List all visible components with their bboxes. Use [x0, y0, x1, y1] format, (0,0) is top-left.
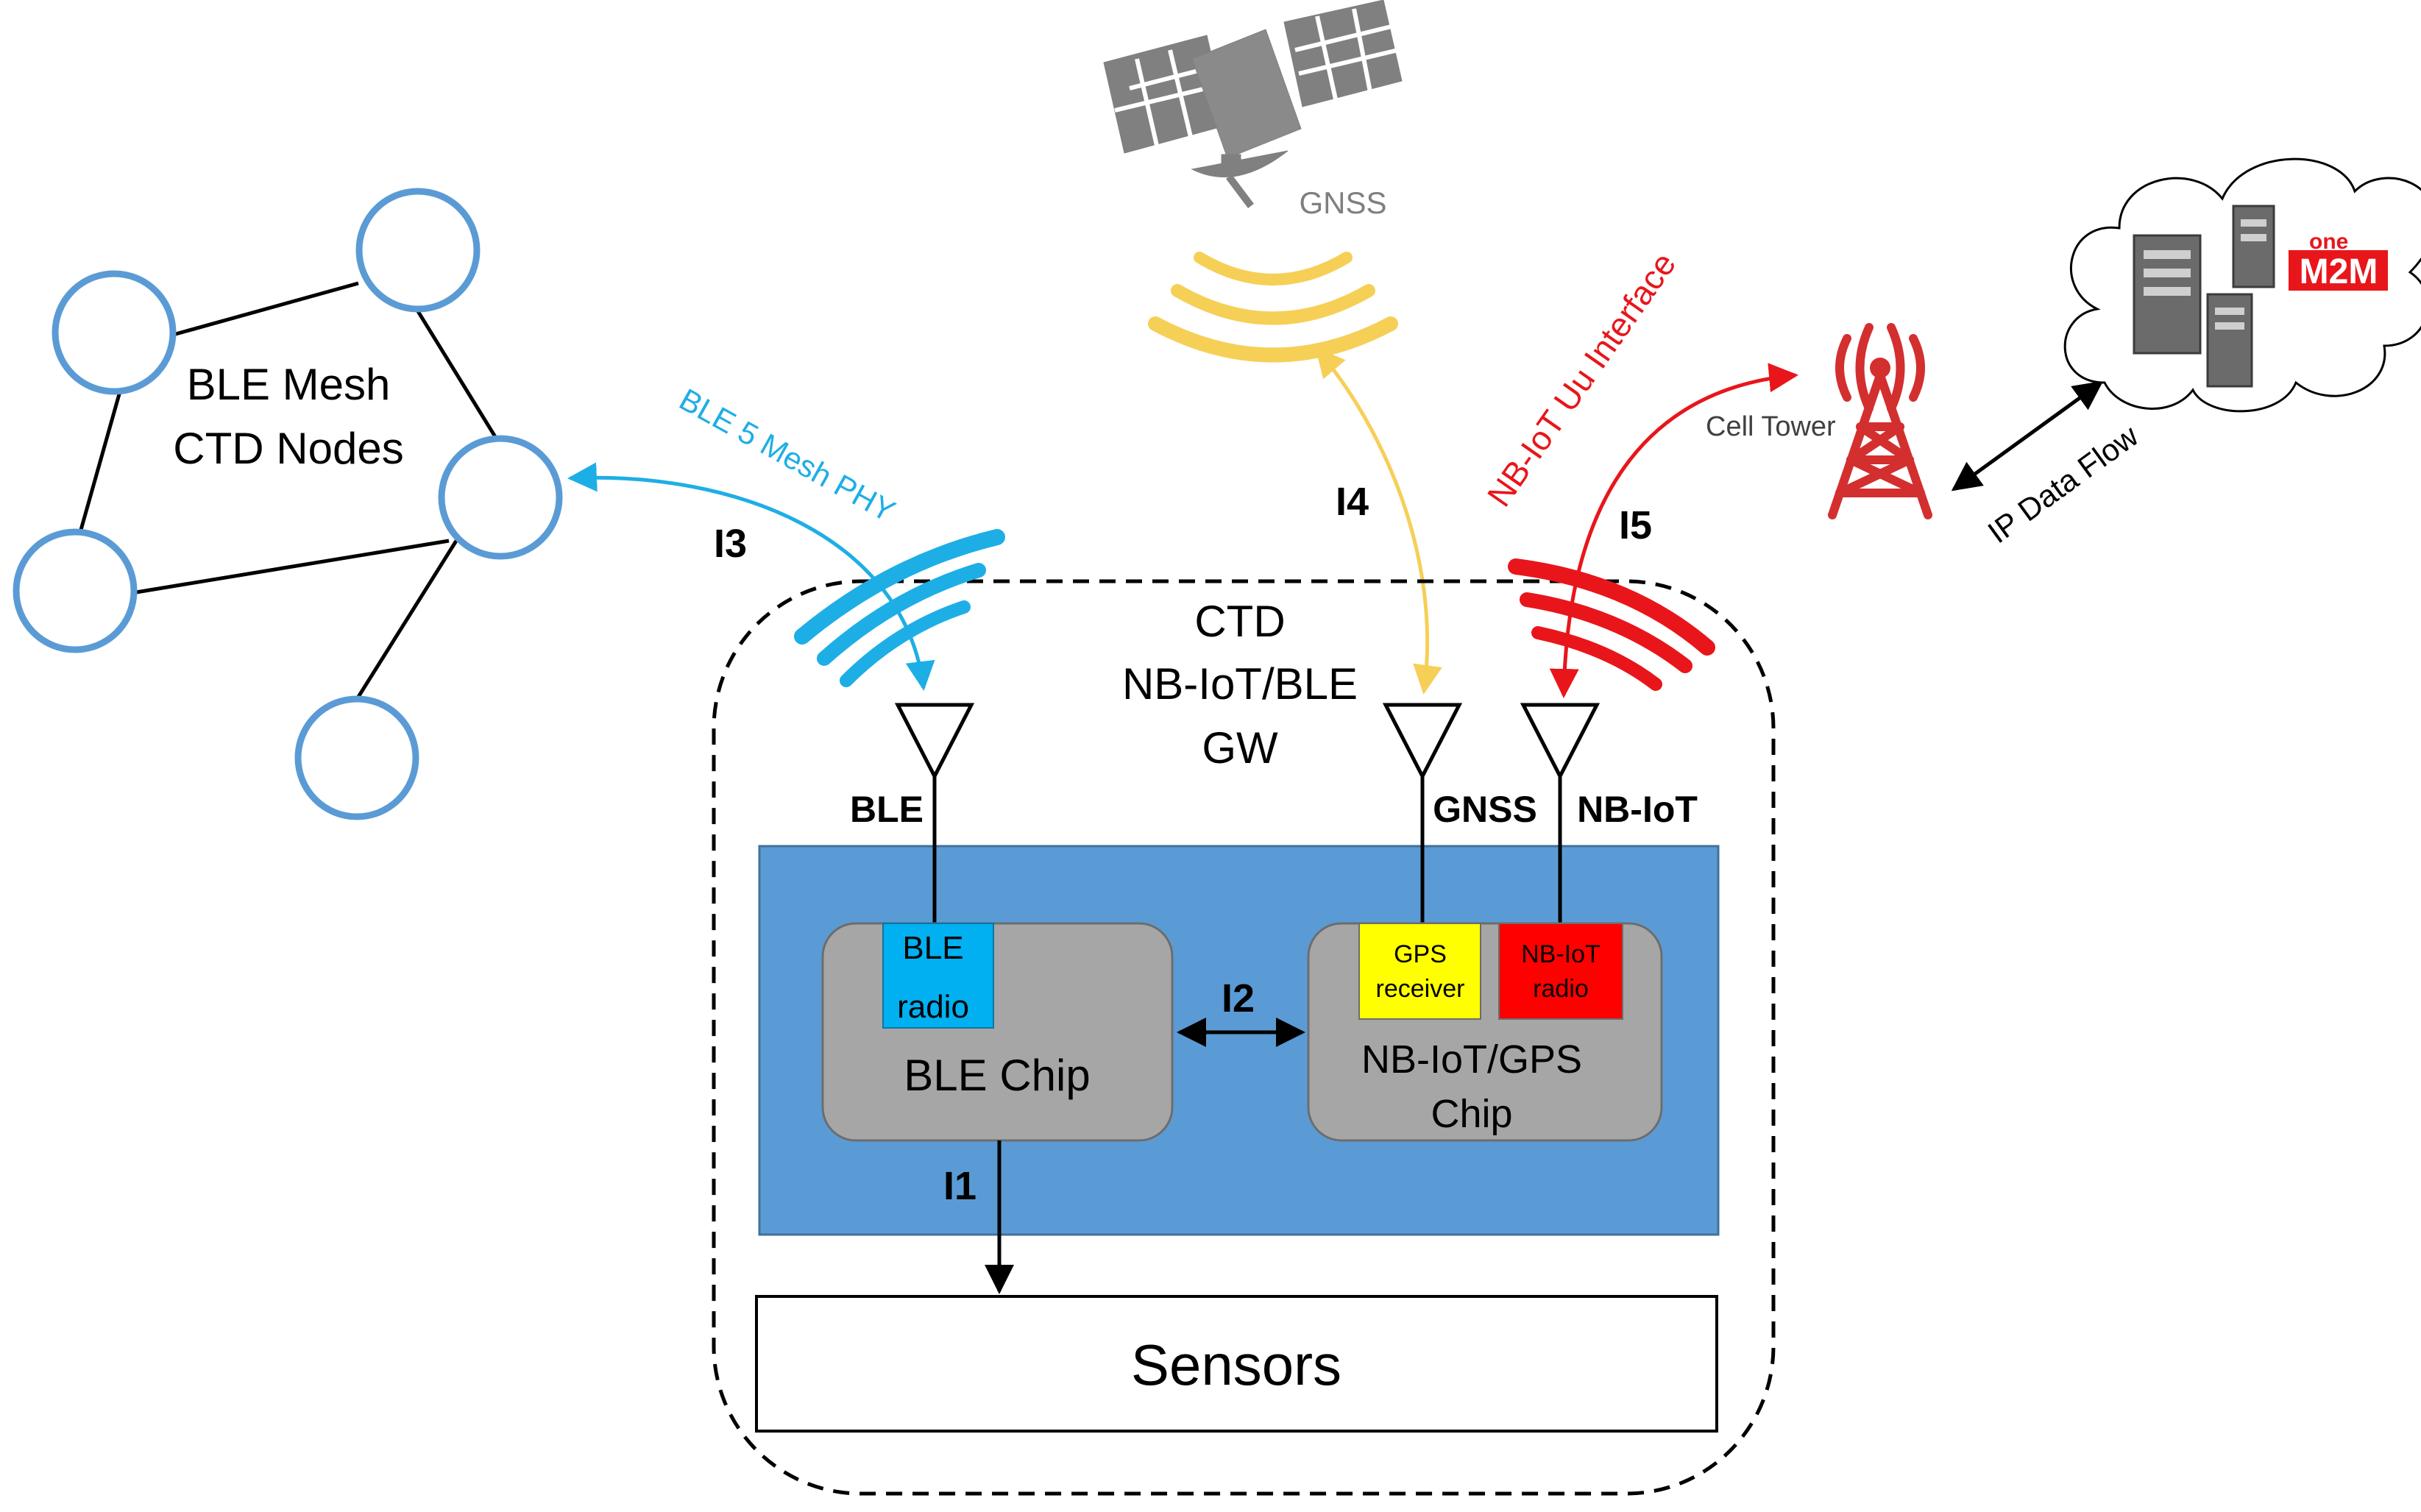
mesh-node — [52, 270, 177, 395]
interface-i1: I1 — [943, 1164, 976, 1208]
gnss-link: I4 — [1315, 347, 1442, 695]
mesh-link — [79, 386, 124, 530]
gps-receiver — [1358, 923, 1481, 1020]
ble-chip — [821, 922, 1174, 1142]
mesh-link — [172, 281, 359, 337]
ip-link-label: IP Data Flow — [1982, 418, 2145, 550]
nbiot-link-arrow — [1549, 363, 1798, 698]
onem2m-logo-line2: M2M — [2300, 252, 2378, 291]
antenna-label-ble: BLE — [850, 789, 924, 830]
gps-receiver-line2: receiver — [1376, 975, 1465, 1003]
cell-tower-icon — [1828, 323, 1932, 519]
gps-receiver-line1: GPS — [1394, 940, 1447, 968]
nbiot-gps-chip-line2: Chip — [1431, 1092, 1512, 1136]
satellite-icon — [1103, 0, 1403, 208]
mesh-link — [352, 539, 458, 704]
antenna-label-gnss: GNSS — [1433, 789, 1537, 830]
ble-radio — [882, 923, 994, 1029]
mesh-label-line1: BLE Mesh — [187, 360, 391, 409]
interface-i5: I5 — [1619, 503, 1652, 547]
ble-mesh: BLE Mesh CTD Nodes — [13, 188, 563, 820]
ble-link-label: BLE 5 Mesh PHY — [674, 382, 901, 529]
nbiot-radio-line1: NB-IoT — [1521, 940, 1601, 968]
mesh-node — [294, 695, 419, 820]
cell-tower: Cell Tower — [1706, 323, 1932, 519]
ble-chip-label: BLE Chip — [904, 1051, 1090, 1100]
interface-i2: I2 — [1222, 976, 1255, 1021]
gnss-signal-icon — [1148, 252, 1398, 363]
ble-radio-line1: BLE — [902, 930, 963, 966]
gnss-link-arrow — [1315, 347, 1442, 695]
onem2m-logo-line1: one — [2309, 230, 2348, 254]
sensors-label: Sensors — [1131, 1332, 1341, 1397]
gnss-satellite: GNSS — [1103, 0, 1403, 363]
server-icon — [2133, 205, 2275, 388]
nbiot-radio-line2: radio — [1533, 975, 1589, 1003]
gateway-title-line2: NB-IoT/BLE — [1122, 659, 1358, 709]
mesh-link — [412, 304, 503, 447]
antenna-label-nbiot: NB-IoT — [1577, 789, 1698, 830]
ip-link-arrow — [1951, 380, 2104, 491]
gateway-boundary — [712, 579, 1776, 1496]
ip-link: IP Data Flow — [1951, 380, 2145, 550]
ctd-gateway: CTD NB-IoT/BLE GW BLE GNSS NB-IoT — [712, 529, 1776, 1496]
mesh-node — [355, 188, 481, 313]
gateway-title-line1: CTD — [1194, 597, 1285, 646]
mesh-label-line2: CTD Nodes — [173, 424, 403, 473]
gateway-title-line3: GW — [1202, 723, 1278, 773]
interface-i4: I4 — [1336, 480, 1369, 524]
sensors-box — [755, 1295, 1718, 1433]
gnss-label: GNSS — [1299, 185, 1386, 220]
nbiot-signal-icon — [1508, 558, 1715, 691]
ble-signal-icon — [794, 529, 1005, 687]
onem2m-logo: one M2M — [2289, 230, 2388, 291]
interface-i3: I3 — [714, 522, 747, 566]
ble-radio-line2: radio — [897, 989, 969, 1025]
mesh-node — [438, 435, 563, 560]
ble-link: BLE 5 Mesh PHY I3 — [567, 382, 935, 691]
nbiot-radio — [1498, 923, 1623, 1020]
mesh-link — [135, 539, 450, 594]
cloud: one M2M — [2063, 157, 2421, 413]
nbiot-gps-chip-line1: NB-IoT/GPS — [1361, 1037, 1582, 1082]
nbiot-link-label: NB-IoT Uu Interface — [1480, 246, 1684, 514]
cell-tower-label: Cell Tower — [1706, 411, 1836, 442]
mesh-node — [13, 528, 138, 653]
